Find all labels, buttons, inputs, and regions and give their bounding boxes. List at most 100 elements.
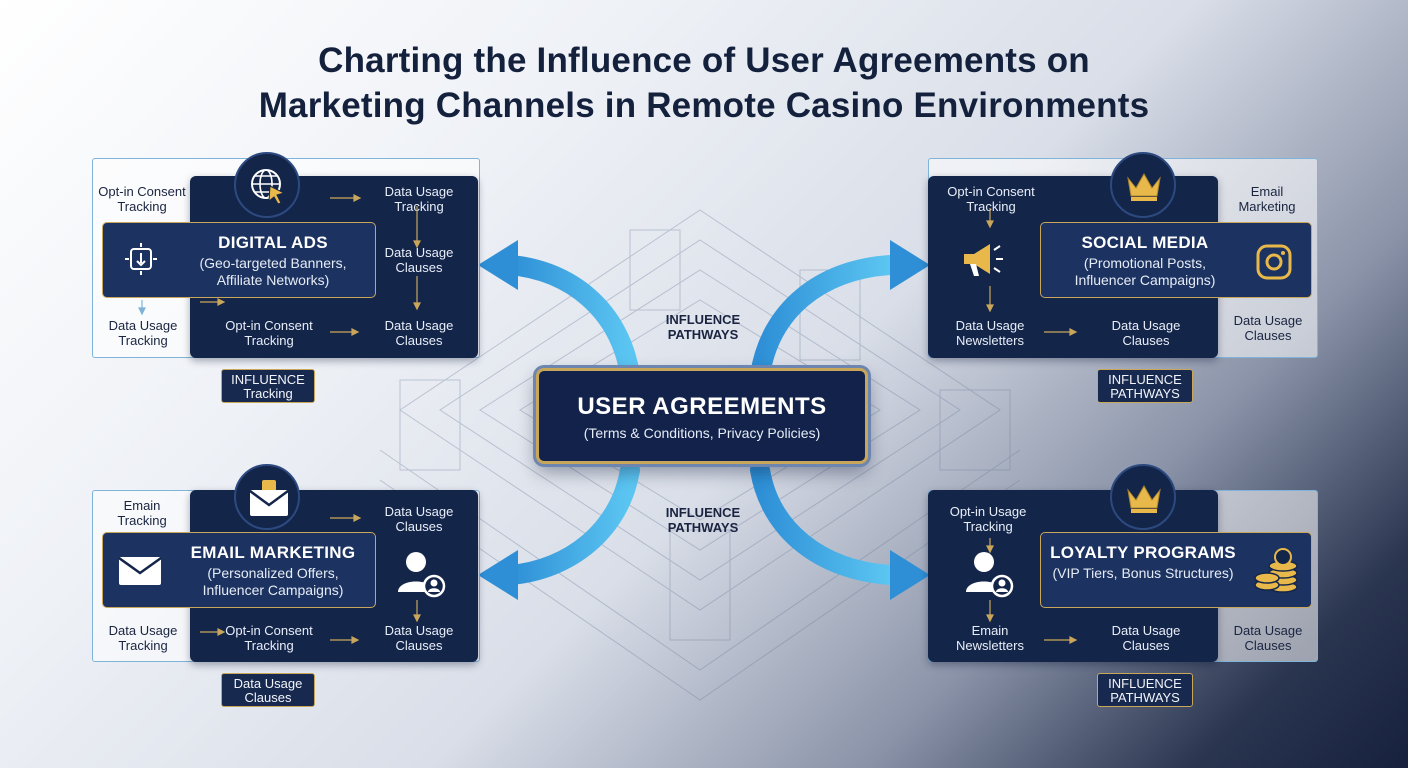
social-media-connectors (986, 208, 1078, 336)
digital-ads-data-usage-tracking: Data Usage Tracking (374, 184, 464, 214)
user-agreements-subtitle: (Terms & Conditions, Privacy Policies) (583, 425, 821, 441)
email-marketing-bottom-optin: Opt-in Consent Tracking (214, 623, 324, 653)
social-media-card[interactable]: SOCIAL MEDIA (Promotional Posts, Influen… (1040, 222, 1312, 298)
loyalty-programs-icon-circle (1110, 464, 1176, 530)
megaphone-icon (964, 244, 1003, 276)
digital-ads-bottom-tracking: Data Usage Tracking (98, 318, 188, 348)
digital-ads-card[interactable]: DIGITAL ADS (Geo-targeted Banners, Affil… (102, 222, 376, 298)
label-line: Tracking (118, 638, 168, 653)
label-line: Clauses (1244, 638, 1292, 653)
social-media-clauses: Data Usage Clauses (1096, 318, 1196, 348)
loyalty-programs-optin-tracking: Opt-in Usage Tracking (936, 504, 1040, 534)
email-marketing-card[interactable]: EMAIL MARKETING (Personalized Offers, In… (102, 532, 376, 608)
globe-cursor-icon (251, 169, 286, 205)
user-icon (966, 552, 1014, 598)
email-marketing-icon-circle (234, 464, 300, 530)
email-marketing-title: EMAIL MARKETING (190, 543, 356, 562)
label-line: Tracking (394, 199, 444, 214)
digital-ads-subtitle: (Geo-targeted Banners, Affiliate Network… (173, 255, 373, 289)
digital-ads-badge: INFLUENCE Tracking (221, 369, 315, 403)
crown-icon (1127, 172, 1161, 201)
user-agreements-box: USER AGREEMENTS (Terms & Conditions, Pri… (536, 368, 868, 464)
label-line: Opt-in Consent (225, 318, 313, 333)
label-line: Data Usage (1111, 318, 1181, 333)
email-marketing-bottom-clauses: Data Usage Clauses (374, 623, 464, 653)
label-line: Opt-in Usage (949, 504, 1027, 519)
social-media-subtitle: (Promotional Posts, Influencer Campaigns… (1047, 255, 1243, 289)
email-marketing-badge: Data Usage Clauses (221, 673, 315, 707)
subtitle-line: Influencer Campaigns) (202, 582, 344, 598)
loyalty-programs-connectors (986, 538, 1078, 644)
badge-line: Tracking (243, 386, 293, 401)
background-isometric-grid (380, 209, 1020, 701)
digital-ads-connectors (138, 194, 421, 336)
label-line: Data Usage (1233, 623, 1303, 638)
email-marketing-connectors (200, 514, 421, 644)
influence-pathways-top: INFLUENCE PATHWAYS (665, 312, 741, 342)
label-line: Marketing (1238, 199, 1296, 214)
influence-pathways-bottom: INFLUENCE PATHWAYS (665, 505, 741, 535)
touch-app-icon (125, 243, 157, 275)
envelope-icon (118, 556, 162, 585)
arrow-to-email-marketing (500, 460, 640, 585)
title-line-2: Marketing Channels in Remote Casino Envi… (258, 86, 1150, 125)
label-line: Data Usage (384, 245, 454, 260)
loyalty-programs-card[interactable]: LOYALTY PROGRAMS (VIP Tiers, Bonus Struc… (1040, 532, 1312, 608)
arrow-to-loyalty-programs (750, 460, 900, 585)
influence-arrows (478, 240, 930, 600)
label-line: Data Usage (108, 318, 178, 333)
label-line: Clauses (395, 638, 443, 653)
label-line: Emain (123, 498, 161, 513)
label-line: Tracking (963, 519, 1013, 534)
label-line: Data Usage (384, 623, 454, 638)
digital-ads-bottom-optin: Opt-in Consent Tracking (214, 318, 324, 348)
label-line: Data Usage (384, 504, 454, 519)
label-line: Tracking (966, 199, 1016, 214)
badge-line: INFLUENCE (1108, 676, 1182, 691)
social-media-newsletters: Data Usage Newsletters (940, 318, 1040, 348)
digital-ads-data-usage-clauses: Data Usage Clauses (374, 245, 464, 275)
subtitle-line: (Personalized Offers, (207, 565, 339, 581)
label-line: Opt-in Consent (98, 184, 186, 199)
digital-ads-optin-label: Opt-in Consent Tracking (94, 184, 190, 214)
envelope-icon (249, 480, 289, 516)
social-media-email-marketing-label: Email Marketing (1220, 184, 1314, 214)
email-marketing-data-usage-clauses: Data Usage Clauses (374, 504, 464, 534)
label-line: Data Usage (1111, 623, 1181, 638)
arrow-to-digital-ads (500, 255, 640, 385)
label-line: Clauses (395, 260, 443, 275)
label-line: Email (1250, 184, 1284, 199)
subtitle-line: Affiliate Networks) (216, 272, 330, 288)
digital-ads-bottom-clauses: Data Usage Clauses (374, 318, 464, 348)
badge-line: INFLUENCE (1108, 372, 1182, 387)
loyalty-programs-outer-clauses: Data Usage Clauses (1222, 623, 1314, 653)
subtitle-line: (Geo-targeted Banners, (199, 255, 347, 271)
digital-ads-icon-circle (234, 152, 300, 218)
label-line: Opt-in Consent (947, 184, 1035, 199)
social-media-icon-circle (1110, 152, 1176, 218)
email-marketing-bottom-tracking: Data Usage Tracking (98, 623, 188, 653)
digital-ads-title: DIGITAL ADS (218, 233, 328, 252)
label-line: Tracking (117, 513, 167, 528)
badge-line: Clauses (244, 690, 292, 705)
label-line: Clauses (395, 333, 443, 348)
badge-line: PATHWAYS (1110, 386, 1180, 401)
title-line-1: Charting the Influence of User Agreement… (318, 41, 1090, 80)
label-line: Emain (971, 623, 1009, 638)
label-line: Clauses (1122, 638, 1170, 653)
subtitle-line: (Promotional Posts, (1083, 255, 1207, 271)
label-line: Tracking (118, 333, 168, 348)
loyalty-programs-subtitle: (VIP Tiers, Bonus Structures) (1052, 565, 1234, 581)
email-marketing-tracking-label: Emain Tracking (94, 498, 190, 528)
label-line: Data Usage (384, 318, 454, 333)
social-media-outer-clauses: Data Usage Clauses (1222, 313, 1314, 343)
badge-line: PATHWAYS (1110, 690, 1180, 705)
label-line: Newsletters (956, 333, 1024, 348)
loyalty-programs-badge: INFLUENCE PATHWAYS (1097, 673, 1193, 707)
label-line: Tracking (244, 333, 294, 348)
user-agreements-title: USER AGREEMENTS (577, 393, 827, 420)
casino-chips-icon (1254, 548, 1298, 593)
user-icon (398, 552, 446, 598)
label-line: Data Usage (108, 623, 178, 638)
crown-icon (1127, 484, 1161, 513)
